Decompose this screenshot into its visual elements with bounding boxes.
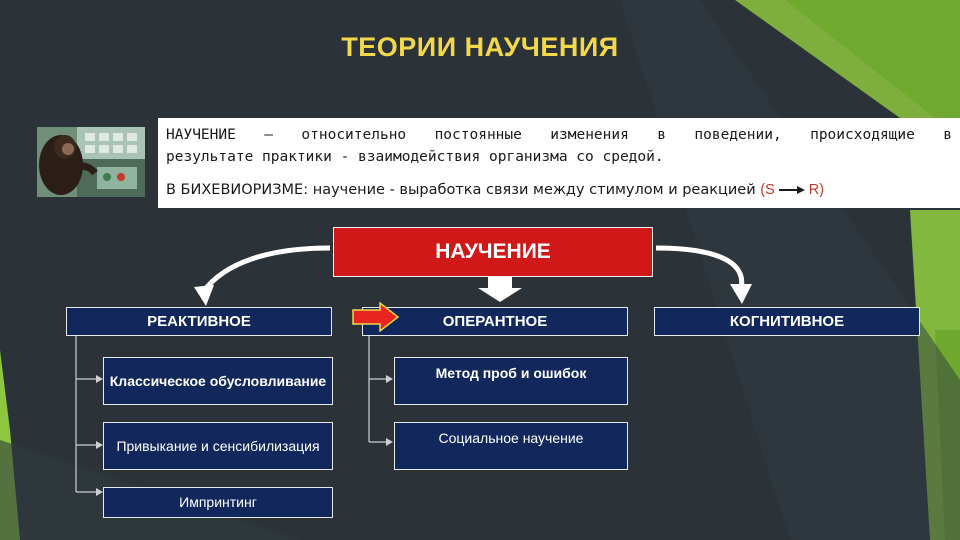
reactive-category: РЕАКТИВНОЕ (66, 307, 332, 336)
classical-conditioning-box: Классическое обусловливание (103, 357, 333, 405)
behaviorism-term: В БИХЕВИОРИЗМЕ: (166, 182, 308, 198)
habituation-box: Привыкание и сенсибилизация (103, 422, 333, 470)
highlight-arrow-icon (352, 302, 400, 332)
operant-category: ОПЕРАНТНОЕ (362, 307, 628, 336)
social-learning-box: Социальное научение (394, 422, 628, 470)
behaviorism-text: научение - выработка связи между стимуло… (308, 182, 760, 198)
slide-title: ТЕОРИИ НАУЧЕНИЯ (0, 32, 960, 63)
formula-stimulus: (S (760, 182, 775, 198)
definition-line-2: результате практики - взаимодействия орг… (166, 146, 952, 168)
arrow-icon (777, 184, 807, 196)
definition-text: — относительно постоянные изменения в по… (236, 127, 952, 143)
behaviorism-definition: В БИХЕВИОРИЗМЕ: научение - выработка свя… (166, 179, 952, 201)
definition-line-1: НАУЧЕНИЕ — относительно постоянные измен… (166, 124, 952, 146)
term-learning: НАУЧЕНИЕ (166, 127, 236, 143)
imprinting-box: Импринтинг (103, 487, 333, 518)
learning-center-box: НАУЧЕНИЕ (333, 227, 653, 277)
cognitive-category: КОГНИТИВНОЕ (654, 307, 920, 336)
monkey-lab-photo (37, 127, 145, 197)
formula-response: R) (809, 182, 824, 198)
trial-and-error-box: Метод проб и ошибок (394, 357, 628, 405)
